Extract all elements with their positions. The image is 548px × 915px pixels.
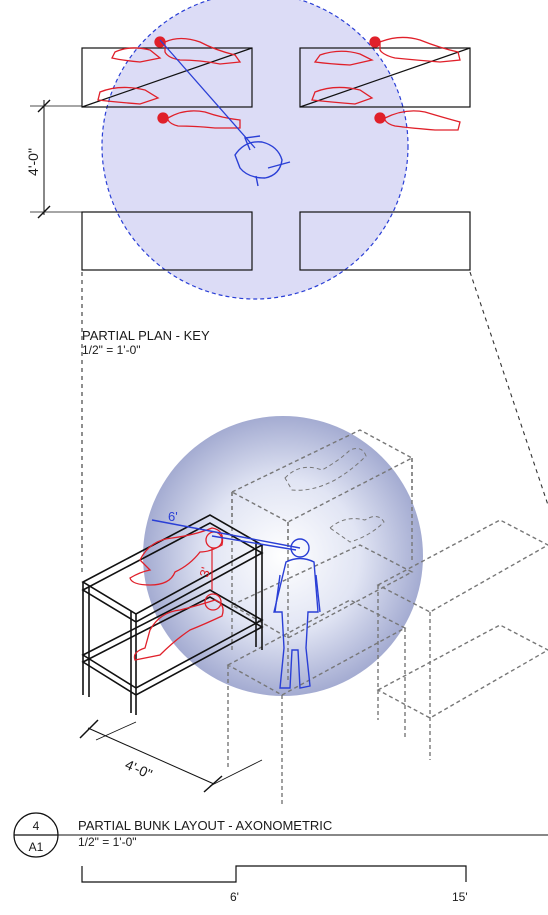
plan-bunk-diagonal xyxy=(81,47,253,108)
plan-bunk-bottom-left xyxy=(81,211,253,271)
graphic-scale-bar xyxy=(81,865,467,883)
axon-depth-dimension xyxy=(79,719,263,793)
height-label: 3' xyxy=(196,566,213,579)
sight-sphere xyxy=(143,416,423,696)
plan-dimension: 4'-0" xyxy=(25,99,82,219)
depth-dimension-label: 4'-0" xyxy=(123,756,155,782)
plan-dimension-label: 4'-0" xyxy=(25,148,41,176)
scale-bar-label-end: 15' xyxy=(452,890,468,904)
sight-radius-circle xyxy=(101,0,409,300)
detail-title: PARTIAL BUNK LAYOUT - AXONOMETRIC xyxy=(78,818,332,833)
plan-bunk-top-right xyxy=(299,47,471,108)
plan-occupant-figures xyxy=(97,36,461,187)
axon-sight-lines xyxy=(151,519,301,551)
observer-figure xyxy=(273,538,321,689)
detail-scale: 1/2" = 1'-0" xyxy=(78,835,137,849)
partial-plan: 4'-0" PARTIAL PLAN - KEY 1/2" = 1'-0" xyxy=(25,0,471,357)
ghost-bunks xyxy=(226,429,548,805)
plan-scale: 1/2" = 1'-0" xyxy=(82,343,141,357)
detail-number: 4 xyxy=(33,819,40,833)
axonometric-view: 6' 3' 4'-0" xyxy=(79,416,548,805)
axon-bunk-solid xyxy=(81,514,264,715)
occupant-figures xyxy=(129,527,224,661)
sheet-number: A1 xyxy=(29,840,44,854)
plan-sight-line xyxy=(159,39,256,149)
title-block: 4 A1 PARTIAL BUNK LAYOUT - AXONOMETRIC 1… xyxy=(13,812,548,858)
sight-distance-label: 6' xyxy=(168,509,178,524)
plan-bunk-bottom-right xyxy=(299,211,471,271)
callout-projection-lines xyxy=(81,271,548,575)
scale-bar-label-mid: 6' xyxy=(230,890,239,904)
plan-bunk-diagonal xyxy=(299,47,471,108)
plan-title: PARTIAL PLAN - KEY xyxy=(82,328,210,343)
